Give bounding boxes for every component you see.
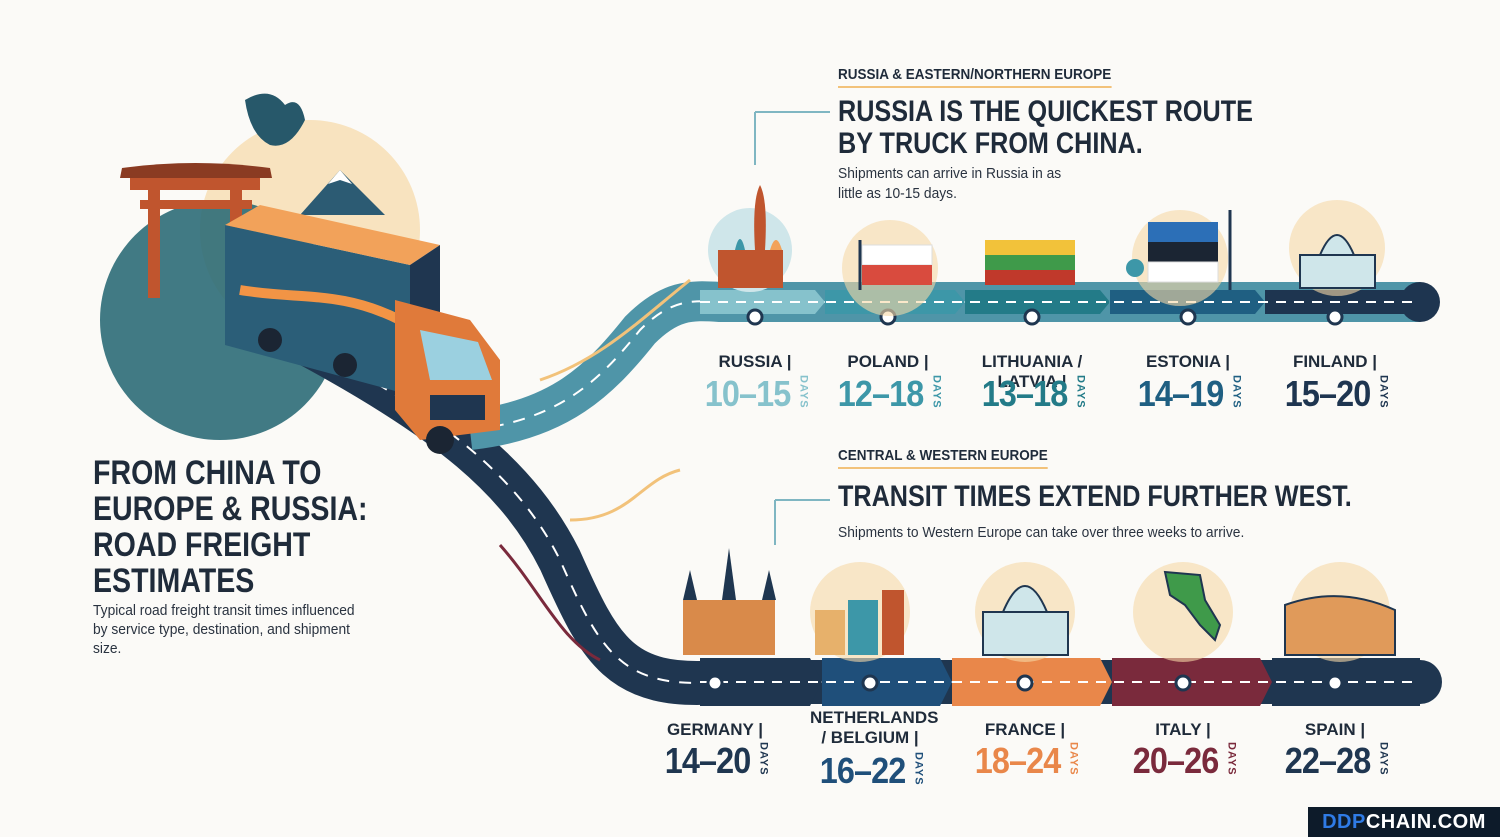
top-route-country-1: POLAND | <box>847 352 929 371</box>
top-route-days-value-2: 13–18 <box>982 373 1068 414</box>
section-heading-west: TRANSIT TIMES EXTEND FURTHER WEST. <box>838 480 1352 513</box>
bottom-route-days-value-3: 20–26 <box>1133 740 1219 781</box>
brand-suffix: CHAIN.COM <box>1365 811 1486 833</box>
top-route-days-unit-1: DAYS <box>930 375 943 409</box>
bottom-route-days-value-2: 18–24 <box>975 740 1061 781</box>
colosseum-icon <box>1284 562 1396 662</box>
canal-houses-icon <box>810 562 910 662</box>
section-heading-east-line2: BY TRUCK FROM CHINA. <box>838 127 1143 160</box>
bottom-route-days-2: 18–24 DAYS <box>950 742 1100 780</box>
cologne-townhall-icon <box>683 548 776 655</box>
italy-map-icon <box>1133 562 1233 662</box>
bottom-route-days-0: 14–20 DAYS <box>640 742 790 780</box>
bottom-route-days-unit-2: DAYS <box>1067 742 1080 776</box>
top-route-days-3: 14–19 DAYS <box>1113 375 1263 413</box>
bottom-route-days-unit-4: DAYS <box>1377 742 1390 776</box>
bottom-route-days-unit-3: DAYS <box>1225 742 1238 776</box>
top-route-days-0: 10–15 DAYS <box>680 375 830 413</box>
bottom-route-country-2: FRANCE | <box>984 720 1066 739</box>
section-body-east: Shipments can arrive in Russia in as lit… <box>838 165 1062 202</box>
section-heading-east-line1: RUSSIA IS THE QUICKEST ROUTE <box>838 95 1253 128</box>
bottom-route-days-unit-1: DAYS <box>912 752 925 786</box>
top-route-days-value-1: 12–18 <box>838 373 924 414</box>
page-title: FROM CHINA TO EUROPE & RUSSIA: ROAD FREI… <box>93 454 368 600</box>
top-route-days-value-0: 10–15 <box>705 373 791 414</box>
top-route-country-0: RUSSIA | <box>718 352 792 371</box>
brand-prefix: DDP <box>1322 811 1366 833</box>
section-body-west: Shipments to Western Europe can take ove… <box>838 524 1245 541</box>
brand-footer: DDPCHAIN.COM <box>1308 807 1500 837</box>
page-subtitle: Typical road freight transit times influ… <box>93 602 355 657</box>
bottom-route-days-4: 22–28 DAYS <box>1260 742 1410 780</box>
poland-flag-icon <box>842 220 938 316</box>
map-silhouette-icon <box>245 93 305 146</box>
pantheon-icon <box>975 562 1075 662</box>
bottom-route-country-1: NETHERLANDS / BELGIUM | <box>810 708 939 747</box>
bottom-route-days-value-4: 22–28 <box>1285 740 1371 781</box>
lithuania-flag-icon <box>985 240 1075 285</box>
bottom-route-days-value-1: 16–22 <box>820 750 906 791</box>
top-route-days-unit-3: DAYS <box>1230 375 1243 409</box>
top-route-days-unit-0: DAYS <box>797 375 810 409</box>
kremlin-icon <box>708 185 792 292</box>
top-route-days-1: 12–18 DAYS <box>813 375 963 413</box>
section-tag-east: RUSSIA & EASTERN/NORTHERN EUROPE <box>838 66 1112 88</box>
top-route-country-2: LITHUANIA / LATVIA | <box>981 352 1083 391</box>
top-route-country-4: FINLAND | <box>1292 352 1378 371</box>
top-route-days-value-4: 15–20 <box>1285 373 1371 414</box>
bottom-route-days-value-0: 14–20 <box>665 740 751 781</box>
truck-icon <box>225 205 500 454</box>
top-route-days-2: 13–18 DAYS <box>957 375 1107 413</box>
helsinki-cathedral-icon <box>1289 200 1385 296</box>
section-tag-west: CENTRAL & WESTERN EUROPE <box>838 447 1048 469</box>
bottom-route-days-unit-0: DAYS <box>757 742 770 776</box>
top-route-days-unit-2: DAYS <box>1074 375 1087 409</box>
bottom-route-country-3: ITALY | <box>1155 720 1211 739</box>
top-route-days-unit-4: DAYS <box>1377 375 1390 409</box>
bottom-route-days-1: 16–22 DAYS <box>795 752 945 790</box>
bottom-route-country-4: SPAIN | <box>1304 720 1366 739</box>
bottom-route-country-0: GERMANY | <box>666 720 764 739</box>
mountain-icon <box>300 170 385 215</box>
top-route-days-4: 15–20 DAYS <box>1260 375 1410 413</box>
bottom-route-days-3: 20–26 DAYS <box>1108 742 1258 780</box>
top-route-days-value-3: 14–19 <box>1138 373 1224 414</box>
top-route-country-3: ESTONIA | <box>1145 352 1231 371</box>
estonia-flag-icon <box>1126 210 1232 306</box>
